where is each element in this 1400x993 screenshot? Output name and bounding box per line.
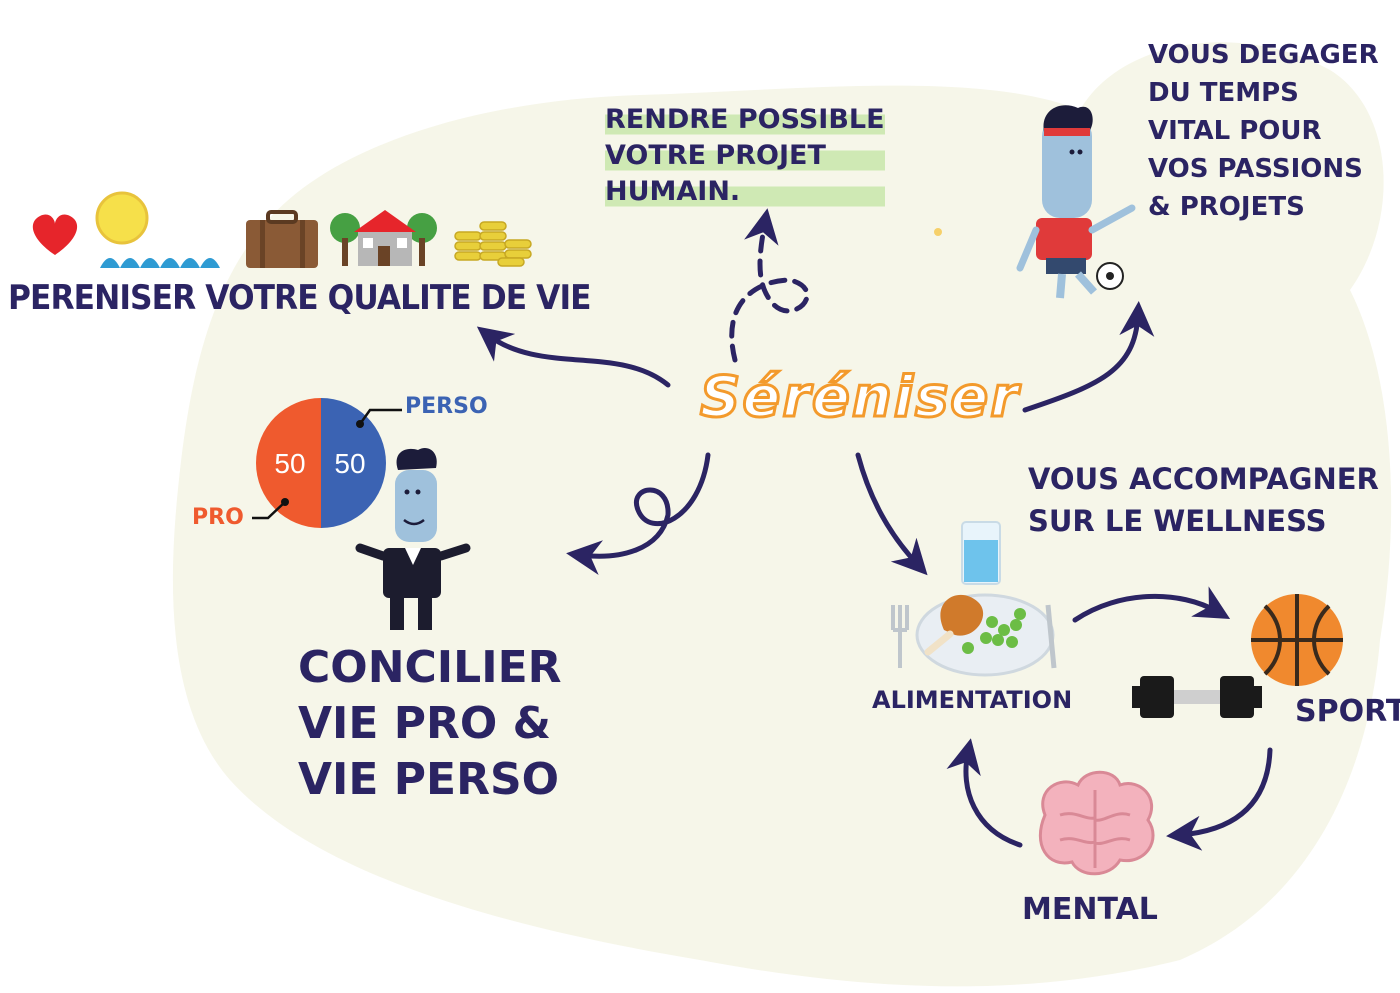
pie-slice-pro: [256, 398, 321, 528]
coins-icon: [454, 221, 532, 267]
branch-temps-vital: VOUS DEGAGER DU TEMPS VITAL POUR VOS PAS…: [1148, 36, 1379, 226]
soccer-player-illustration: [1016, 105, 1136, 299]
pro-perso-pie: 50 50: [252, 398, 402, 528]
branch-wellness: VOUS ACCOMPAGNER SUR LE WELLNESS: [1028, 458, 1379, 542]
label-sport: SPORT: [1295, 694, 1400, 729]
wellness-line-1: VOUS ACCOMPAGNER: [1028, 462, 1379, 496]
suitcase-icon: [246, 210, 318, 268]
temps-line-5: & PROJETS: [1148, 192, 1305, 222]
pie-value-pro: 50: [274, 448, 305, 479]
label-mental: MENTAL: [1022, 892, 1158, 927]
plate-icon: [891, 593, 1057, 677]
arrow-to-wellness: [855, 452, 928, 576]
basketball-icon: [1251, 594, 1343, 686]
projet-line-1: RENDRE POSSIBLE: [605, 102, 885, 138]
pie-value-perso: 50: [334, 448, 365, 479]
dumbbell-icon: [1132, 676, 1262, 718]
arrow-to-projet: [729, 208, 810, 363]
temps-line-1: VOUS DEGAGER: [1148, 40, 1379, 70]
water-glass-icon: [961, 521, 1001, 585]
temps-line-3: VITAL POUR: [1148, 116, 1322, 146]
heart-icon: [32, 214, 78, 255]
concilier-line-1: CONCILIER: [298, 642, 562, 693]
branch-concilier: CONCILIER VIE PRO & VIE PERSO: [298, 640, 562, 808]
sun-icon: [95, 191, 149, 245]
central-concept: Séréniser: [699, 364, 1020, 432]
pie-label-pro: PRO: [192, 505, 244, 530]
temps-line-2: DU TEMPS: [1148, 78, 1299, 108]
pie-label-perso: PERSO: [405, 394, 488, 419]
branch-projet-humain: RENDRE POSSIBLE VOTRE PROJET HUMAIN.: [605, 102, 885, 210]
businessman-illustration: [355, 448, 471, 630]
arrow-sport-mental: [1166, 747, 1273, 851]
arrow-alim-sport: [1072, 586, 1231, 623]
dot-decoration: [934, 228, 942, 236]
brain-icon: [1039, 770, 1155, 876]
temps-line-4: VOS PASSIONS: [1148, 154, 1363, 184]
arrow-to-temps: [1022, 301, 1155, 413]
arrow-mental-alim: [946, 738, 1023, 848]
arrow-to-concilier: [566, 452, 711, 575]
concilier-line-2: VIE PRO &: [298, 698, 552, 749]
projet-line-2: VOTRE PROJET: [605, 138, 885, 174]
concilier-line-3: VIE PERSO: [298, 754, 560, 805]
arrow-to-qualite: [476, 326, 671, 388]
wellness-line-2: SUR LE WELLNESS: [1028, 504, 1327, 538]
soccer-ball-icon: [1096, 262, 1124, 290]
pie-slice-perso: [321, 398, 386, 528]
label-alimentation: ALIMENTATION: [872, 686, 1073, 714]
projet-line-3: HUMAIN.: [605, 174, 885, 210]
waves-icon: [100, 258, 220, 268]
house-icon: [330, 210, 437, 266]
branch-qualite-vie: PERENISER VOTRE QUALITE DE VIE: [8, 278, 592, 318]
